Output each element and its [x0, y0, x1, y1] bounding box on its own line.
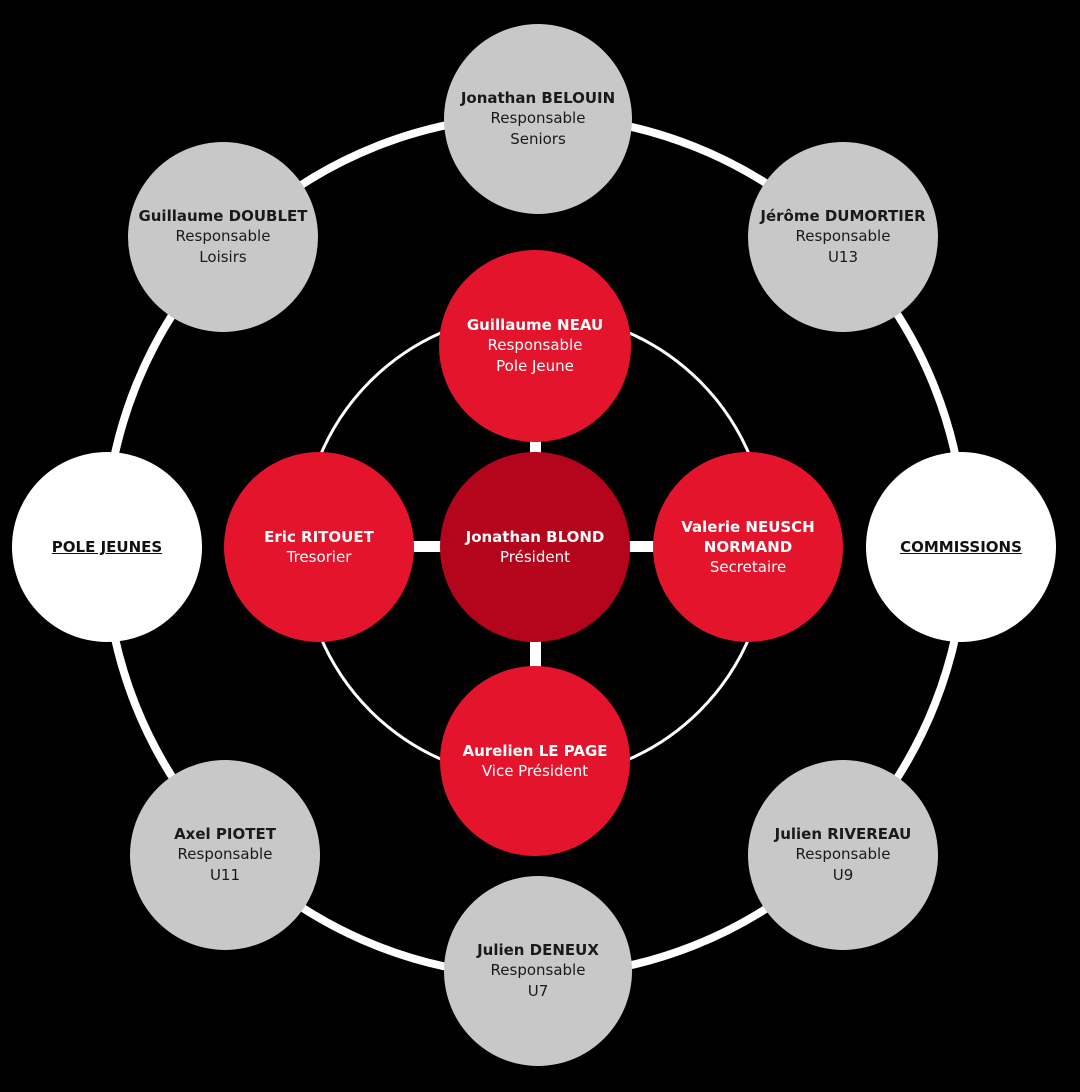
node-commissions: COMMISSIONS [866, 452, 1056, 642]
node-team: U11 [209, 866, 241, 884]
node-name: Jonathan BLOND [465, 527, 605, 546]
commissions-label: COMMISSIONS [900, 538, 1022, 556]
node-name: Guillaume NEAU [466, 316, 604, 334]
node-name: Julien RIVEREAU [774, 825, 912, 843]
node-role: Responsable [795, 845, 891, 863]
node-team: U9 [832, 866, 854, 884]
node-team: U7 [527, 982, 549, 1000]
node-responsable-seniors: Jonathan BELOUIN Responsable Seniors [444, 24, 632, 214]
node-role: Responsable [490, 109, 586, 127]
node-pole-jeunes: POLE JEUNES [12, 452, 202, 642]
node-responsable-u13: Jérôme DUMORTIER Responsable U13 [748, 142, 938, 332]
node-president: Jonathan BLOND Président [440, 452, 630, 642]
node-responsable-u9: Julien RIVEREAU Responsable U9 [748, 760, 938, 950]
node-role: Responsable [795, 227, 891, 245]
node-role: Tresorier [286, 547, 352, 566]
node-role: Responsable [177, 845, 273, 863]
node-name: Aurelien LE PAGE [462, 741, 608, 760]
node-role: Secretaire [709, 557, 787, 576]
node-name: Jérôme DUMORTIER [760, 207, 926, 225]
node-role-detail: Pole Jeune [496, 357, 574, 375]
pole-jeunes-label: POLE JEUNES [51, 538, 163, 556]
node-name: Valerie NEUSCH [681, 517, 815, 536]
node-team: Loisirs [199, 248, 247, 266]
node-responsable-u7: Julien DENEUX Responsable U7 [444, 876, 632, 1066]
node-secretaire: Valerie NEUSCH NORMAND Secretaire [653, 452, 843, 642]
node-name: Julien DENEUX [477, 941, 599, 959]
node-team: U13 [827, 248, 859, 266]
node-name: Eric RITOUET [264, 527, 374, 546]
node-role: Responsable [175, 227, 271, 245]
node-name: Jonathan BELOUIN [460, 89, 616, 107]
node-vice-president: Aurelien LE PAGE Vice Président [440, 666, 630, 856]
node-role: Président [500, 547, 570, 566]
node-name: Axel PIOTET [174, 825, 276, 843]
node-responsable-loisirs: Guillaume DOUBLET Responsable Loisirs [128, 142, 318, 332]
node-tresorier: Eric RITOUET Tresorier [224, 452, 414, 642]
node-role: Responsable [490, 961, 586, 979]
node-responsable-pole-jeune: Guillaume NEAU Responsable Pole Jeune [439, 250, 631, 442]
node-name: Guillaume DOUBLET [138, 207, 308, 225]
node-name-continued: NORMAND [703, 537, 793, 556]
node-responsable-u11: Axel PIOTET Responsable U11 [130, 760, 320, 950]
node-team: Seniors [510, 130, 566, 148]
node-role: Vice Président [481, 761, 589, 780]
node-role: Responsable [487, 336, 583, 354]
